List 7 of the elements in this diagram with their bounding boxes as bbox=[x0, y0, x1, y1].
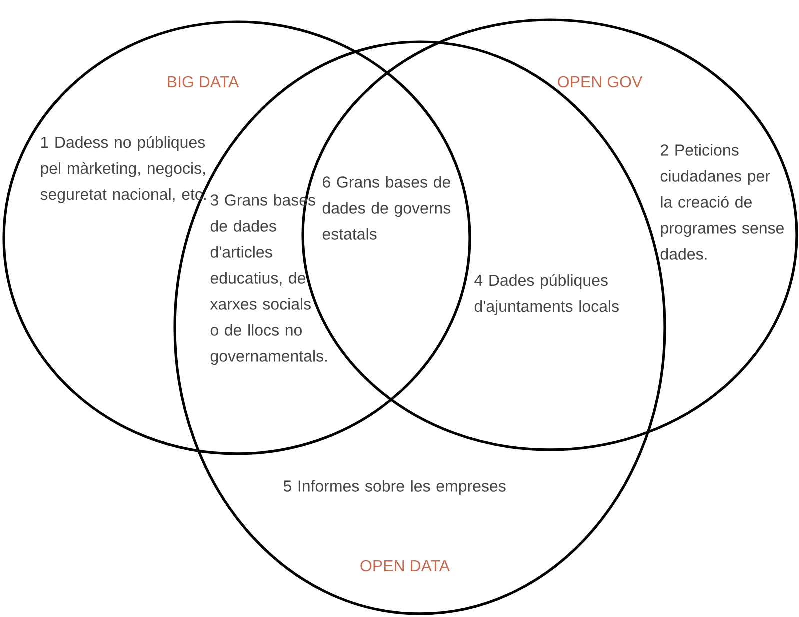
region-text: 4 Dades públiques d'ajuntaments locals bbox=[474, 274, 619, 316]
set-title: BIG DATA bbox=[168, 76, 240, 88]
region-text: 5 Informes sobre les empreses bbox=[284, 480, 506, 496]
set-title: OPEN GOV bbox=[558, 76, 643, 88]
set-title: OPEN DATA bbox=[360, 560, 450, 572]
region-text: 6 Grans bases de dades de governs estatals bbox=[322, 176, 451, 240]
region-text: 2 Peticions ciudadanes per la creació de programes sense dades. bbox=[660, 144, 784, 260]
